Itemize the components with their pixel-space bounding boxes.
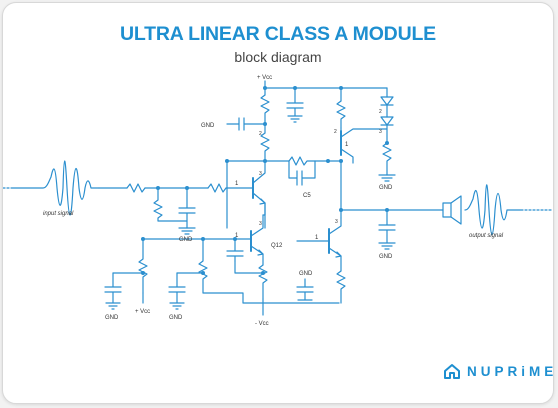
speaker-body — [442, 202, 452, 218]
label-c5: C5 — [303, 193, 311, 199]
q2-collector — [340, 128, 388, 138]
resistor-bias — [288, 156, 329, 166]
pin-label: 3 — [259, 171, 262, 177]
label-input-signal: input signal — [43, 211, 74, 217]
capacitor-top — [286, 87, 304, 123]
resistor-top — [260, 94, 270, 122]
input-signal-wave — [10, 160, 100, 216]
diode-2 — [380, 116, 394, 126]
label-vcc-neg: - Vcc — [255, 321, 269, 327]
capacitor-c5 — [288, 160, 316, 186]
pin-label: 1 — [235, 233, 239, 239]
gnd-symbol-rt1 — [378, 174, 396, 182]
house-logo-icon — [444, 364, 460, 379]
q3-emitter — [328, 247, 342, 272]
capacitor-output — [378, 209, 396, 250]
pin-label: 3 — [379, 129, 382, 135]
q3-collector — [328, 217, 342, 235]
label-gnd-rt2: GND — [379, 254, 393, 260]
label-vcc-top: + Vcc — [257, 75, 272, 81]
capacitor-gnd-left — [226, 117, 266, 131]
label-vcc-bl: + Vcc — [135, 309, 150, 315]
resistor-bl — [138, 238, 148, 294]
resistor-shunt — [153, 187, 188, 222]
label-gnd-left: GND — [201, 123, 215, 129]
top-bus — [264, 87, 342, 102]
label-gnd-in: GND — [179, 237, 193, 243]
pin-label: 1 — [315, 235, 319, 241]
resistor-right — [382, 142, 392, 176]
pin-label: 1 — [345, 142, 349, 148]
q12-emitter — [250, 245, 264, 266]
diagram-card: ULTRA LINEAR CLASS A MODULE block diagra… — [2, 2, 554, 404]
speaker-cone — [450, 195, 462, 225]
page-subtitle: block diagram — [234, 49, 322, 65]
diode-1 — [380, 96, 394, 106]
schematic: + Vcc GND C5 Q12 GND - Vcc GND + Vcc GND… — [3, 75, 552, 327]
resistor-bias-low — [198, 238, 340, 304]
pin-label: 3 — [335, 219, 338, 225]
gnd-symbol-in — [178, 227, 196, 235]
output-signal-wave — [464, 184, 524, 236]
resistor-in-2 — [207, 183, 227, 193]
q1-to-q12 — [262, 202, 266, 216]
label-output-signal: output signal — [469, 233, 504, 239]
q2-emitter — [340, 148, 354, 164]
resistor-q2 — [336, 100, 346, 129]
capacitor-q12 — [226, 238, 244, 262]
q3-arrow — [335, 251, 342, 258]
capacitor-in — [178, 187, 196, 229]
pin-label: 3 — [259, 221, 262, 227]
capacitor-bl2 — [168, 272, 186, 310]
label-gnd-bl2: GND — [169, 315, 183, 321]
q12-side — [234, 260, 264, 274]
capacitor-gnd-mid — [296, 278, 314, 301]
q12-arrow — [257, 249, 264, 256]
resistor-q12-e — [258, 264, 268, 300]
capacitor-bl1 — [104, 272, 122, 310]
label-gnd-bl1: GND — [105, 315, 119, 321]
resistor-top-2 — [260, 132, 270, 162]
resistor-q3-e — [336, 270, 346, 304]
label-gnd-rt1: GND — [379, 185, 393, 191]
pin-label: 2 — [334, 129, 337, 135]
label-gnd-mid: GND — [299, 271, 313, 277]
pin-label: 1 — [235, 181, 239, 187]
q12-collector — [250, 214, 264, 237]
junction-dots — [141, 86, 389, 275]
resistor-in-1 — [126, 183, 146, 193]
pin-label: 2 — [259, 131, 262, 137]
label-q12: Q12 — [271, 243, 283, 249]
pin-label: 2 — [379, 109, 382, 115]
brand-logo: NUPRiME — [443, 361, 554, 381]
q2-drive — [327, 160, 342, 219]
q1-collector — [252, 160, 266, 184]
brand-name: NUPRiME — [467, 363, 554, 379]
page-title: ULTRA LINEAR CLASS A MODULE — [120, 23, 436, 45]
